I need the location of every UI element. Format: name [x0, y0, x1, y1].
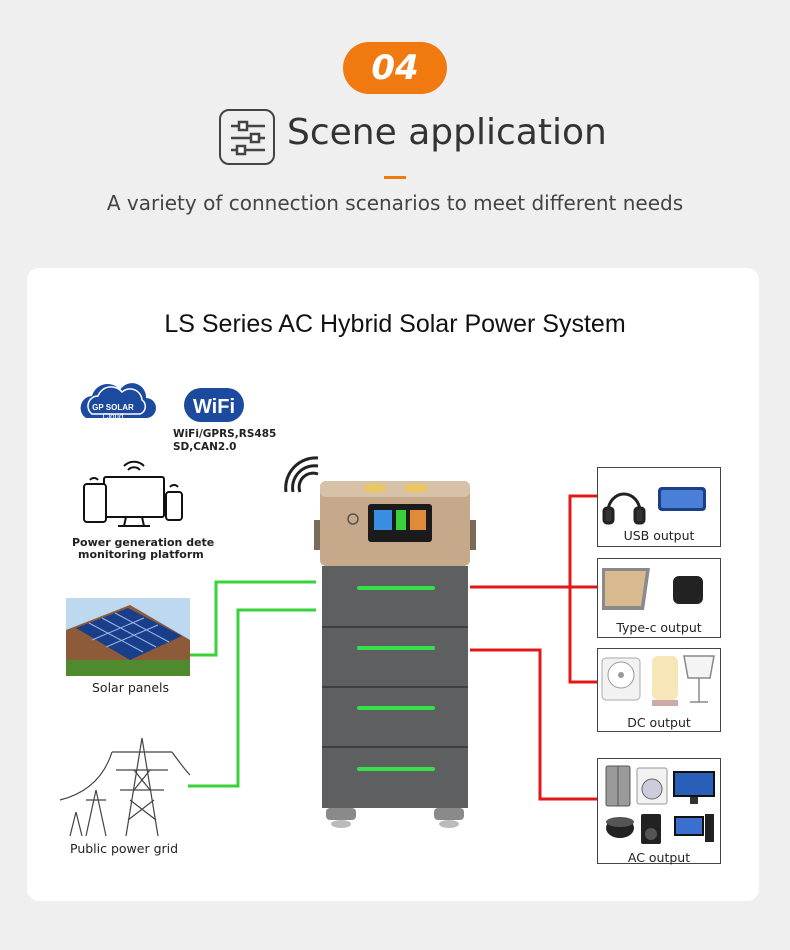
section-number-badge: 04 [343, 42, 447, 94]
battery-led-2 [357, 646, 435, 650]
dc-output-box: DC output [597, 648, 721, 732]
battery-system [314, 481, 476, 828]
monitoring-devices-icon [83, 460, 183, 527]
comm-protocol-line-2: SD,CAN2.0 [173, 441, 237, 453]
tablet-icon [602, 568, 650, 610]
sliders-icon [219, 109, 275, 165]
cloud-logo [80, 383, 156, 418]
battery-module-1 [322, 566, 468, 626]
speaker-icon [641, 814, 661, 844]
desk-fan-icon [601, 657, 641, 701]
usb-output-box: USB output [597, 467, 721, 547]
public-power-grid-label: Public power grid [70, 841, 179, 856]
typec-output-box: Type-c output [597, 558, 721, 638]
rice-cooker-icon [606, 817, 634, 838]
page-title: Scene application [287, 112, 607, 153]
battery-led-3 [357, 706, 435, 710]
desktop-computer-icon [674, 814, 714, 842]
monitor-icon [673, 771, 715, 804]
battery-module-4 [322, 748, 468, 808]
title-underline [384, 176, 406, 179]
washing-machine-icon [636, 767, 668, 805]
solar-panels-label: Solar panels [92, 680, 170, 695]
monitoring-platform-label-2: monitoring platform [78, 548, 204, 561]
cloud-logo-line-2: Cloud [103, 412, 124, 421]
earbuds-icon [673, 576, 703, 604]
battery-module-3 [322, 688, 468, 746]
diagram-title: LS Series AC Hybrid Solar Power System [164, 310, 626, 338]
battery-led-1 [357, 586, 435, 590]
battery-led-4 [357, 767, 435, 771]
page-subtitle: A variety of connection scenarios to mee… [106, 191, 684, 215]
monitoring-platform-label-1: Power generation dete [72, 536, 215, 549]
ac-output-line [470, 648, 597, 801]
cloud-logo-line-1: GP SOLAR [92, 403, 134, 412]
ac-output-box: AC output [597, 758, 721, 865]
wireless-signal-icon [284, 456, 319, 493]
battery-module-2 [322, 628, 468, 686]
night-lamp-icon [652, 656, 678, 706]
refrigerator-icon [605, 765, 631, 807]
wifi-logo-text: WiFi [193, 396, 235, 418]
headphones-icon [602, 492, 646, 525]
grid-input-line [188, 608, 316, 788]
dc-output-label: DC output [627, 715, 691, 730]
power-grid-tower-image [59, 737, 191, 837]
typec-output-label: Type-c output [616, 620, 702, 635]
usb-output-label: USB output [623, 528, 695, 543]
comm-protocol-line-1: WiFi/GPRS,RS485 [173, 428, 277, 440]
dc-output-branch-line [568, 494, 597, 684]
table-lamp-icon [683, 655, 715, 703]
ac-output-label: AC output [627, 850, 691, 865]
solar-panels-image [66, 598, 190, 676]
wifi-logo-icon [184, 388, 244, 422]
solar-input-line [188, 580, 316, 657]
smartphone-icon [658, 487, 706, 511]
